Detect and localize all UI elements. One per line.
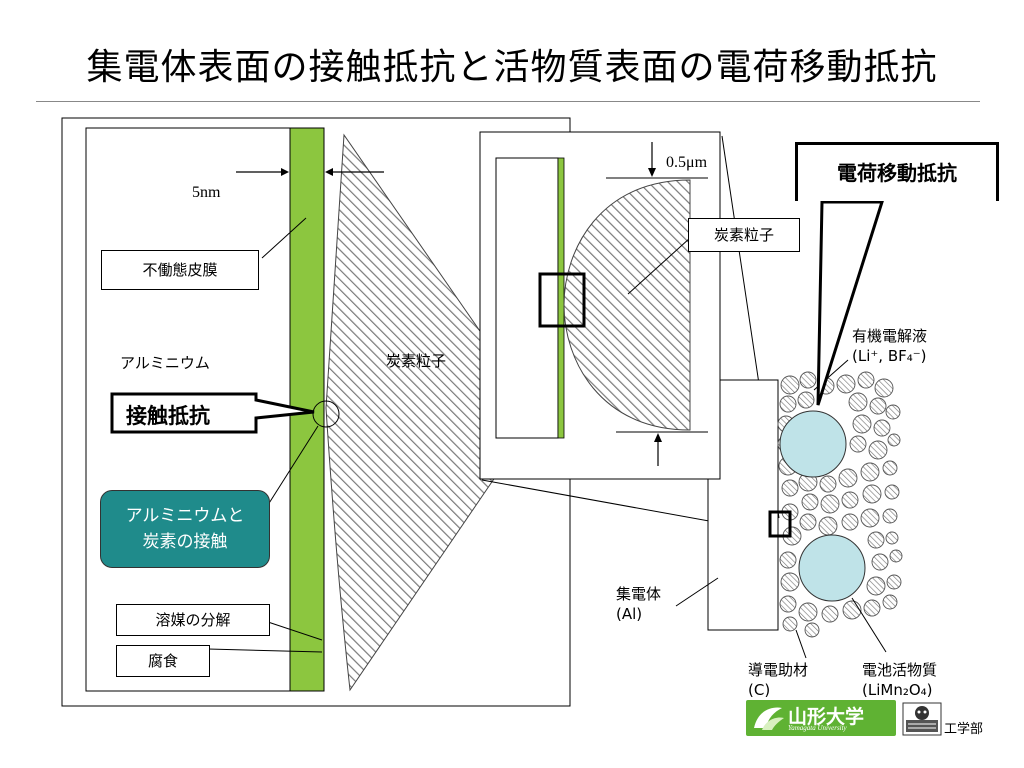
- active-material-particle: [779, 410, 847, 478]
- electrolyte-line2: (Li⁺, BF₄⁻): [852, 347, 927, 365]
- aluminum-label: アルミニウム: [120, 354, 210, 372]
- faculty-name: 工学部: [944, 722, 984, 737]
- al-carbon-contact-line1: アルミニウムと: [125, 506, 245, 526]
- conductive-aid-particles: [777, 371, 903, 638]
- charge-transfer-callout-pointer: [816, 200, 885, 406]
- passive-film-label: 不働態皮膜: [101, 250, 259, 290]
- charge-transfer-resistance-label: 電荷移動抵抗: [795, 142, 999, 201]
- collector-line2: (Al): [616, 605, 643, 623]
- contact-resistance-label: 接触抵抗: [126, 404, 210, 428]
- active-material-line1: 電池活物質: [862, 661, 938, 679]
- inset-zoom-marker: [538, 272, 586, 328]
- corrosion-label: 腐食: [116, 645, 210, 677]
- inset-carbon-particle-label: 炭素粒子: [688, 218, 800, 252]
- title-divider: [36, 101, 980, 102]
- conductive-aid-line1: 導電助材: [748, 661, 809, 679]
- al-carbon-contact-box: アルミニウムと 炭素の接触: [100, 490, 270, 568]
- carbon-particle-label: 炭素粒子: [385, 352, 446, 370]
- electrolyte-label: 有機電解液 (Li⁺, BF₄⁻): [852, 326, 927, 366]
- inset-film: [557, 157, 565, 439]
- conductive-aid-label: 導電助材 (C): [748, 660, 808, 700]
- contact-resistance-callout: [110, 392, 315, 434]
- electrolyte-line1: 有機電解液: [852, 327, 928, 345]
- contact-point-circle: [312, 400, 340, 428]
- logo-mark-icon: [754, 707, 784, 730]
- page-title: 集電体表面の接触抵抗と活物質表面の電荷移動抵抗: [86, 47, 938, 88]
- university-name-en: Yamagata University: [788, 724, 847, 732]
- al-carbon-contact-line2: 炭素の接触: [142, 532, 228, 552]
- university-name: 山形大学: [788, 706, 865, 728]
- thickness-label: 5nm: [192, 184, 221, 201]
- faculty-emblem-icon: [902, 702, 942, 736]
- active-material-particle: [798, 534, 866, 602]
- collector-zoom-marker: [768, 510, 792, 538]
- inset-size-label: 0.5μm: [666, 154, 708, 171]
- collector-label: 集電体 (Al): [616, 584, 661, 624]
- active-material-line2: (LiMn₂O₄): [862, 681, 933, 699]
- inset-carbon-particle: [563, 179, 691, 431]
- collector-line1: 集電体: [616, 585, 662, 603]
- university-logo: 山形大学 Yamagata University: [746, 700, 896, 736]
- carbon-particle-large: [325, 133, 501, 692]
- inset-aluminum: [495, 157, 559, 439]
- solvent-decomposition-label: 溶媒の分解: [116, 604, 270, 636]
- conductive-aid-line2: (C): [748, 681, 771, 699]
- active-material-label: 電池活物質 (LiMn₂O₄): [862, 660, 937, 700]
